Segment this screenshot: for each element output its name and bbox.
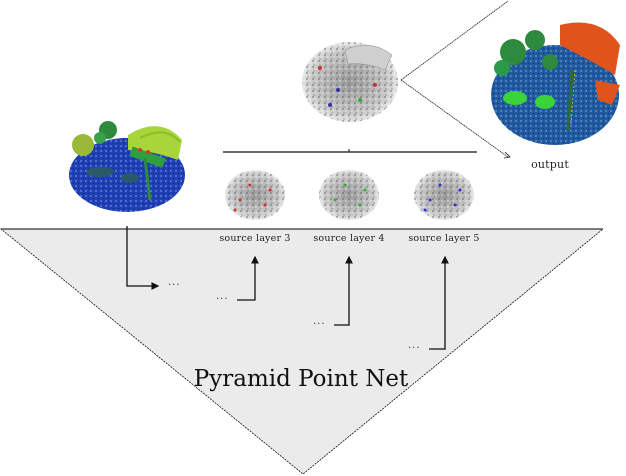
source-layer-5-cloud: [414, 170, 474, 220]
input-point-cloud: [69, 121, 185, 212]
source-layer-4-label: source layer 4: [313, 233, 385, 244]
arrow-to-source-layer-3: [237, 255, 259, 301]
ellipsis-layer-3: ...: [216, 291, 229, 302]
source-layer-5-label: source layer 5: [408, 233, 480, 244]
output-point-cloud: [491, 22, 620, 145]
ellipsis-layer-5: ...: [408, 340, 421, 351]
source-layer-3-label: source layer 3: [219, 233, 291, 244]
output-label: output: [531, 158, 569, 171]
ellipsis-layer-4: ...: [313, 316, 326, 327]
arrow-to-source-layer-4: [334, 255, 353, 326]
pyramid-title: Pyramid Point Net: [193, 366, 409, 392]
fused-point-cloud: [302, 42, 398, 122]
source-layer-4-cloud: [319, 170, 379, 220]
arrow-to-source-layer-5: [429, 255, 449, 350]
input-arrow: [126, 226, 160, 290]
ellipsis-input: ...: [168, 277, 181, 288]
source-layer-3-cloud: [225, 170, 285, 220]
pyramid-shape: [0, 228, 605, 475]
